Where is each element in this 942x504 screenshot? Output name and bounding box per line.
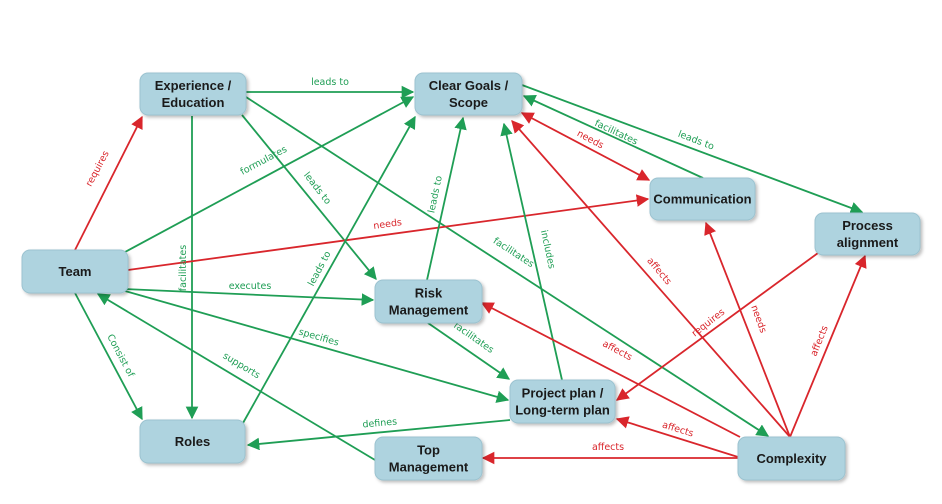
edge-label-proj-roles: defines xyxy=(362,417,398,431)
node-label: Experience / xyxy=(155,78,232,93)
node-team: Team xyxy=(21,249,129,294)
edge-exp-cplx xyxy=(245,96,770,437)
node-box xyxy=(814,212,921,256)
edge-topm-team xyxy=(96,293,376,461)
edge-team-risk xyxy=(124,288,375,306)
node-label: Process xyxy=(842,218,893,233)
edge-cplx-goals xyxy=(511,120,791,438)
node-label: Project plan / xyxy=(522,386,604,401)
node-label: Management xyxy=(389,303,469,318)
edge-label-team-goals: formulates xyxy=(239,144,289,178)
edge-goals-proc xyxy=(521,84,864,214)
edge-label-exp-goals: leads to xyxy=(311,77,349,88)
node-label: Scope xyxy=(449,95,488,110)
edge-proj-roles xyxy=(246,419,511,451)
edge-label-cplx-proc: affects xyxy=(809,324,831,358)
node-label: Risk xyxy=(415,286,443,301)
edge-label-team-comm: needs xyxy=(373,217,403,232)
node-label: Management xyxy=(389,460,469,475)
node-label: Long-term plan xyxy=(515,403,610,418)
edge-comm-goals xyxy=(522,94,704,179)
edge-label-risk-proj: facilitates xyxy=(451,320,495,356)
edge-team-goals xyxy=(124,96,415,253)
edge-label-team-exp: requires xyxy=(84,149,112,188)
node-proj: Project plan / Long-term plan xyxy=(509,379,616,424)
edge-team-proj xyxy=(124,290,510,403)
node-exp: Experience / Education xyxy=(139,72,247,116)
edge-label-exp-cplx: facilitates xyxy=(491,236,536,271)
edge-label-cplx-proj: affects xyxy=(661,420,695,440)
edge-label-cplx-comm: needs xyxy=(748,304,768,335)
edge-risk-goals xyxy=(426,116,467,281)
node-label: Communication xyxy=(653,192,751,207)
node-label: Complexity xyxy=(756,451,827,466)
edge-cplx-comm xyxy=(704,221,791,438)
edge-label-team-risk: executes xyxy=(229,281,272,292)
node-comm: Communication xyxy=(649,177,756,221)
node-box xyxy=(414,72,523,116)
node-label: alignment xyxy=(837,235,899,250)
edge-label-proj-goals: includes xyxy=(538,229,557,270)
edge-label-cplx-goals: affects xyxy=(644,256,673,288)
node-box xyxy=(21,249,129,294)
edge-team-comm xyxy=(127,194,650,271)
node-proc: Process alignment xyxy=(814,212,921,256)
edge-roles-goals xyxy=(242,115,416,424)
edge-team-exp xyxy=(74,115,143,251)
node-label: Roles xyxy=(175,434,210,449)
edge-proj-goals xyxy=(500,122,563,381)
edge-exp-risk xyxy=(241,114,377,280)
node-box xyxy=(509,379,616,424)
node-label: Top xyxy=(417,443,440,458)
edge-team-roles xyxy=(74,292,143,421)
edge-cplx-proj xyxy=(615,416,739,458)
node-box xyxy=(737,436,846,481)
node-roles: Roles xyxy=(139,419,246,464)
node-box xyxy=(374,436,483,481)
node-label: Team xyxy=(59,264,92,279)
node-box xyxy=(374,279,483,324)
edge-label-exp-risk: leads to xyxy=(301,170,333,207)
node-box xyxy=(139,72,247,116)
node-label: Education xyxy=(162,95,225,110)
node-goals: Clear Goals / Scope xyxy=(414,72,523,116)
edge-cplx-risk xyxy=(480,302,741,438)
edge-risk-proj xyxy=(427,322,511,380)
edge-label-cplx-risk: affects xyxy=(600,338,634,363)
node-box xyxy=(139,419,246,464)
edge-goals-comm xyxy=(520,112,651,181)
node-box xyxy=(649,177,756,221)
edge-label-topm-team: supports xyxy=(221,350,262,381)
edge-proc-proj xyxy=(615,252,819,401)
edge-label-exp-roles: facilitates xyxy=(178,245,189,291)
node-label: Clear Goals / xyxy=(429,78,509,93)
edge-cplx-proc xyxy=(789,254,867,438)
edge-label-cplx-topm: affects xyxy=(592,442,624,453)
node-cplx: Complexity xyxy=(737,436,846,481)
